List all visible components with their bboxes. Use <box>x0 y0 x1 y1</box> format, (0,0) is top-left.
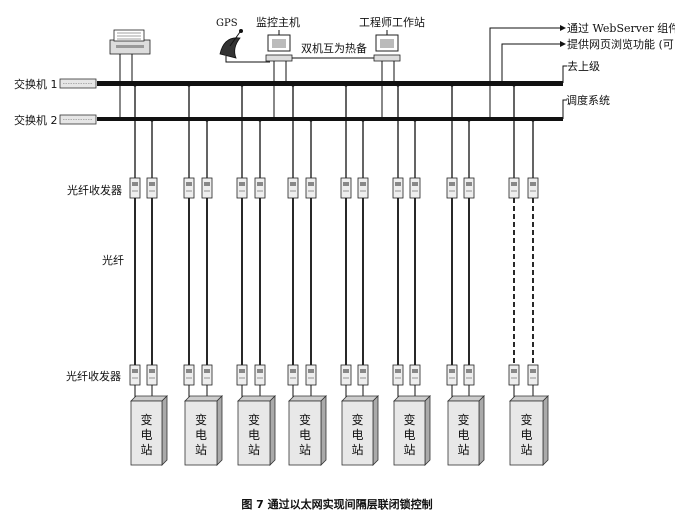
substation-label-char: 站 <box>248 443 260 457</box>
substation-label-char: 电 <box>520 428 532 442</box>
fiber-transceiver-top <box>146 177 158 199</box>
substation-label-char: 变 <box>140 412 152 427</box>
printer-icon <box>109 29 151 55</box>
substation-cabinet: 变电站 <box>393 385 431 466</box>
substation-column: 变电站 <box>446 83 485 466</box>
fiber-transceiver-top <box>340 177 352 199</box>
substation-label-char: 站 <box>403 443 415 457</box>
fiber-transceiver-bottom <box>183 364 195 386</box>
transceiver-top-label: 光纤收发器 <box>67 183 122 197</box>
monitor-host-computer-icon <box>265 34 293 62</box>
fiber-transceiver-bottom <box>508 364 520 386</box>
switch1-label: 交换机 1 <box>14 77 58 91</box>
fiber-transceiver-bottom <box>409 364 421 386</box>
substation-label-char: 电 <box>403 428 415 442</box>
fiber-transceiver-top <box>287 177 299 199</box>
switch2-device <box>59 114 97 125</box>
substation-cabinet: 变电站 <box>184 385 223 466</box>
hot-standby-label: 双机互为热备 <box>301 41 367 55</box>
substation-label-char: 站 <box>351 443 363 457</box>
substation-label-char: 站 <box>140 443 152 457</box>
fiber-transceiver-bottom <box>392 364 404 386</box>
fiber-transceiver-top <box>201 177 213 199</box>
substation-cabinet: 变电站 <box>509 385 549 466</box>
substation-label-char: 站 <box>299 443 311 457</box>
fiber-transceiver-bottom <box>201 364 213 386</box>
substation-label-char: 电 <box>140 428 152 442</box>
fiber-transceiver-bottom <box>527 364 539 386</box>
substation-label-char: 变 <box>403 412 415 427</box>
engineer-station-computer-icon <box>373 34 401 62</box>
substation-label-char: 变 <box>520 412 532 427</box>
substation-column: 变电站 <box>508 83 549 466</box>
fiber-transceiver-bottom <box>446 364 458 386</box>
figure-caption: 图 7 通过以太网实现间隔层联闭锁控制 <box>241 497 432 511</box>
substation-label-char: 电 <box>351 428 363 442</box>
substation-label-char: 站 <box>520 443 532 457</box>
fiber-transceiver-top <box>236 177 248 199</box>
fiber-transceiver-bottom <box>340 364 352 386</box>
substation-label-char: 变 <box>248 412 260 427</box>
substation-label-char: 变 <box>351 412 363 427</box>
dispatch-label: 调度系统 <box>566 93 610 107</box>
fiber-transceiver-top <box>305 177 317 199</box>
substation-cabinet: 变电站 <box>341 385 379 466</box>
fiber-transceiver-top <box>392 177 404 199</box>
substation-label-char: 变 <box>457 412 469 427</box>
web-browse-label: 提供网页浏览功能 (可 <box>567 37 674 51</box>
fiber-transceiver-top <box>409 177 421 199</box>
switch1-bus <box>97 81 563 86</box>
fiber-transceiver-bottom <box>287 364 299 386</box>
substation-label-char: 电 <box>195 428 207 442</box>
fiber-transceiver-bottom <box>129 364 141 386</box>
substation-column: 变电站 <box>392 83 431 466</box>
substation-label-char: 变 <box>299 412 311 427</box>
substation-cabinet: 变电站 <box>130 385 168 466</box>
substation-column: 变电站 <box>340 83 379 466</box>
gps-antenna-icon <box>219 29 243 59</box>
fiber-transceiver-bottom <box>236 364 248 386</box>
substation-label-char: 电 <box>299 428 311 442</box>
fiber-transceiver-top <box>357 177 369 199</box>
fiber-transceiver-top <box>527 177 539 199</box>
switch1-device <box>59 78 97 89</box>
substation-label-char: 站 <box>195 443 207 457</box>
substation-column: 变电站 <box>287 83 327 466</box>
substation-label-char: 电 <box>248 428 260 442</box>
fiber-transceiver-top <box>183 177 195 199</box>
fiber-transceiver-bottom <box>305 364 317 386</box>
gps-label: GPS <box>216 18 238 29</box>
webserver-label: 通过 WebServer 组件 <box>567 21 675 35</box>
fiber-label: 光纤 <box>102 253 124 267</box>
fiber-transceiver-top <box>254 177 266 199</box>
substation-cabinet: 变电站 <box>447 385 485 466</box>
fiber-transceiver-top <box>129 177 141 199</box>
monitor-host-label: 监控主机 <box>256 15 300 29</box>
substation-cabinet: 变电站 <box>237 385 276 466</box>
fiber-transceiver-bottom <box>463 364 475 386</box>
fiber-transceiver-bottom <box>254 364 266 386</box>
upper-level-label: 去上级 <box>567 60 600 73</box>
fiber-transceiver-bottom <box>146 364 158 386</box>
substation-label-char: 电 <box>457 428 469 442</box>
fiber-transceiver-bottom <box>357 364 369 386</box>
transceiver-bottom-label: 光纤收发器 <box>66 369 121 383</box>
substation-column: 变电站 <box>236 83 276 466</box>
engineer-station-label: 工程师工作站 <box>359 15 425 29</box>
fiber-transceiver-top <box>508 177 520 199</box>
fiber-transceiver-top <box>446 177 458 199</box>
fiber-transceiver-top <box>463 177 475 199</box>
substation-column: 变电站 <box>183 83 223 466</box>
substation-label-char: 站 <box>457 443 469 457</box>
switch2-bus <box>97 117 563 121</box>
switch2-label: 交换机 2 <box>14 113 58 127</box>
substation-cabinet: 变电站 <box>288 385 327 466</box>
substation-column: 变电站 <box>129 83 168 466</box>
substation-label-char: 变 <box>195 412 207 427</box>
